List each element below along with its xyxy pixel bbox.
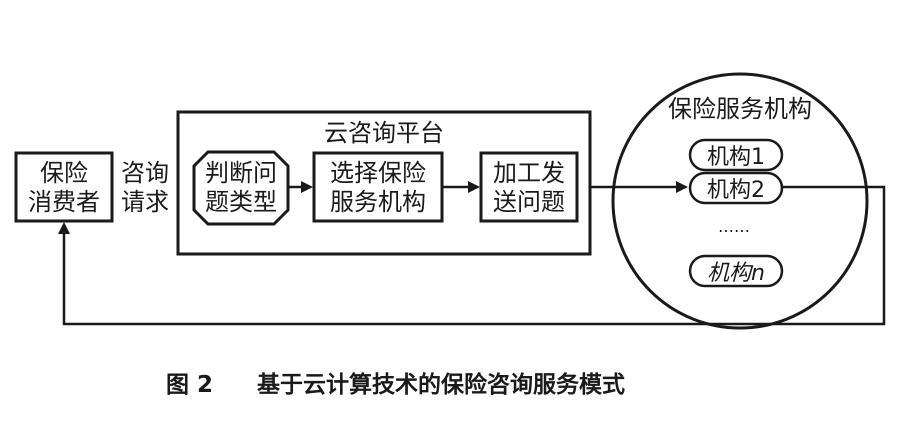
- judge-step-line2: 题类型: [205, 188, 277, 216]
- institutions-title: 保险服务机构: [668, 95, 812, 123]
- arrowhead-judge-to-select: [301, 181, 313, 193]
- arrowhead-feedback-to-consumer: [58, 222, 70, 234]
- feedback-loop-line: [62, 185, 886, 326]
- select-step-line1: 选择保险: [330, 159, 426, 187]
- consumer-label-line1: 保险: [40, 159, 88, 187]
- request-label-line2: 请求: [121, 188, 169, 216]
- judge-step-line1: 判断问: [205, 159, 277, 187]
- caption-figure-number: 图 2: [166, 372, 213, 398]
- send-step-box: [479, 151, 579, 223]
- send-step-line1: 加工发: [493, 159, 565, 187]
- arrowhead-select-to-send: [468, 181, 480, 193]
- judge-step-octagon: [192, 150, 290, 226]
- institution-pill-n: [688, 254, 784, 288]
- institution-ellipsis: ……: [718, 217, 750, 236]
- platform-box: [176, 110, 592, 256]
- caption-text: 基于云计算技术的保险咨询服务模式: [257, 371, 625, 398]
- institution-label-n: 机构n: [707, 261, 765, 286]
- request-label-line1: 咨询: [121, 159, 169, 187]
- institution-label-2: 机构2: [707, 178, 765, 203]
- institution-label-1: 机构1: [707, 145, 765, 170]
- platform-title: 云咨询平台: [324, 119, 444, 147]
- send-step-line2: 送问题: [493, 188, 565, 216]
- institutions-circle: [611, 72, 869, 330]
- select-step-line2: 服务机构: [330, 188, 426, 216]
- consumer-box: [14, 151, 114, 223]
- institution-pill-1: [688, 138, 784, 172]
- arrowhead-platform-to-institution: [676, 181, 688, 193]
- consumer-label-line2: 消费者: [28, 188, 100, 216]
